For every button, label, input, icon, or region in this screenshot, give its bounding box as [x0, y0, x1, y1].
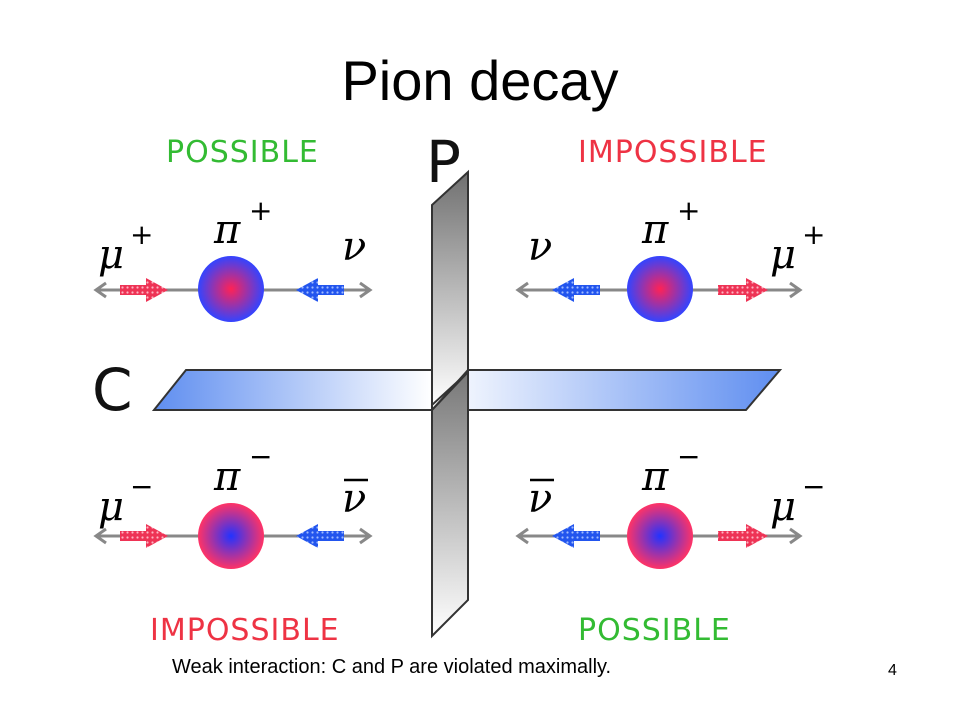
status-label: IMPOSSIBLE	[150, 613, 340, 648]
pion-minus-sphere	[198, 503, 264, 569]
antineutrino-spin-arrow	[296, 524, 344, 548]
pion-plus-sphere	[198, 256, 264, 322]
svg-text:+: +	[249, 194, 272, 227]
quadrant-bottom-left: π − μ − ν IMPOSSIBLE	[93, 440, 373, 648]
status-label: IMPOSSIBLE	[578, 135, 768, 170]
neutrino-spin-arrow	[552, 278, 600, 302]
antineutrino-label: ν	[342, 476, 368, 522]
pion-plus-sphere	[627, 256, 693, 322]
p-plane-upper	[431, 169, 469, 408]
muon-label: μ −	[98, 470, 153, 530]
slide-caption: Weak interaction: C and P are violated m…	[172, 656, 612, 678]
pion-label: π +	[213, 194, 272, 253]
c-plane-left	[151, 369, 433, 411]
svg-text:+: +	[677, 194, 700, 227]
svg-text:−: −	[677, 440, 700, 473]
status-label: POSSIBLE	[578, 613, 731, 648]
pion-minus-sphere	[627, 503, 693, 569]
muon-spin-arrow	[718, 278, 768, 302]
c-plane-label: C	[92, 356, 133, 424]
p-plane-label: P	[426, 128, 461, 196]
neutrino-label: ν	[342, 224, 366, 270]
quadrant-top-right: IMPOSSIBLE π + ν μ +	[515, 135, 825, 322]
slide-title: Pion decay	[341, 49, 619, 112]
pion-label: π −	[213, 440, 272, 500]
svg-text:+: +	[802, 218, 825, 251]
status-label: POSSIBLE	[166, 135, 319, 170]
svg-text:μ: μ	[98, 484, 124, 530]
antineutrino-spin-arrow	[552, 524, 600, 548]
muon-label: μ +	[770, 218, 825, 278]
muon-label: μ +	[98, 218, 153, 278]
svg-text:μ: μ	[770, 484, 796, 530]
svg-text:μ: μ	[98, 232, 124, 278]
svg-text:−: −	[130, 470, 153, 503]
svg-text:μ: μ	[770, 232, 796, 278]
muon-label: μ −	[770, 470, 825, 530]
svg-text:π: π	[213, 207, 241, 253]
neutrino-spin-arrow	[296, 278, 344, 302]
svg-text:ν: ν	[528, 476, 552, 522]
svg-text:+: +	[130, 218, 153, 251]
p-plane-lower	[431, 369, 469, 639]
pion-label: π −	[641, 440, 700, 500]
muon-spin-arrow	[718, 524, 768, 548]
page-number: 4	[888, 662, 897, 679]
muon-spin-arrow	[120, 278, 168, 302]
svg-text:−: −	[802, 470, 825, 503]
svg-text:ν: ν	[342, 476, 366, 522]
quadrant-bottom-right: π − ν μ − POSSIBLE	[515, 440, 825, 648]
muon-spin-arrow	[120, 524, 168, 548]
svg-text:−: −	[249, 440, 272, 473]
pion-label: π +	[641, 194, 700, 253]
quadrant-top-left: POSSIBLE π + μ + ν	[93, 135, 373, 322]
svg-text:π: π	[641, 207, 669, 253]
svg-text:π: π	[641, 454, 669, 500]
c-plane-right	[429, 369, 783, 411]
svg-text:π: π	[213, 454, 241, 500]
antineutrino-label: ν	[528, 476, 554, 522]
neutrino-label: ν	[528, 224, 552, 270]
